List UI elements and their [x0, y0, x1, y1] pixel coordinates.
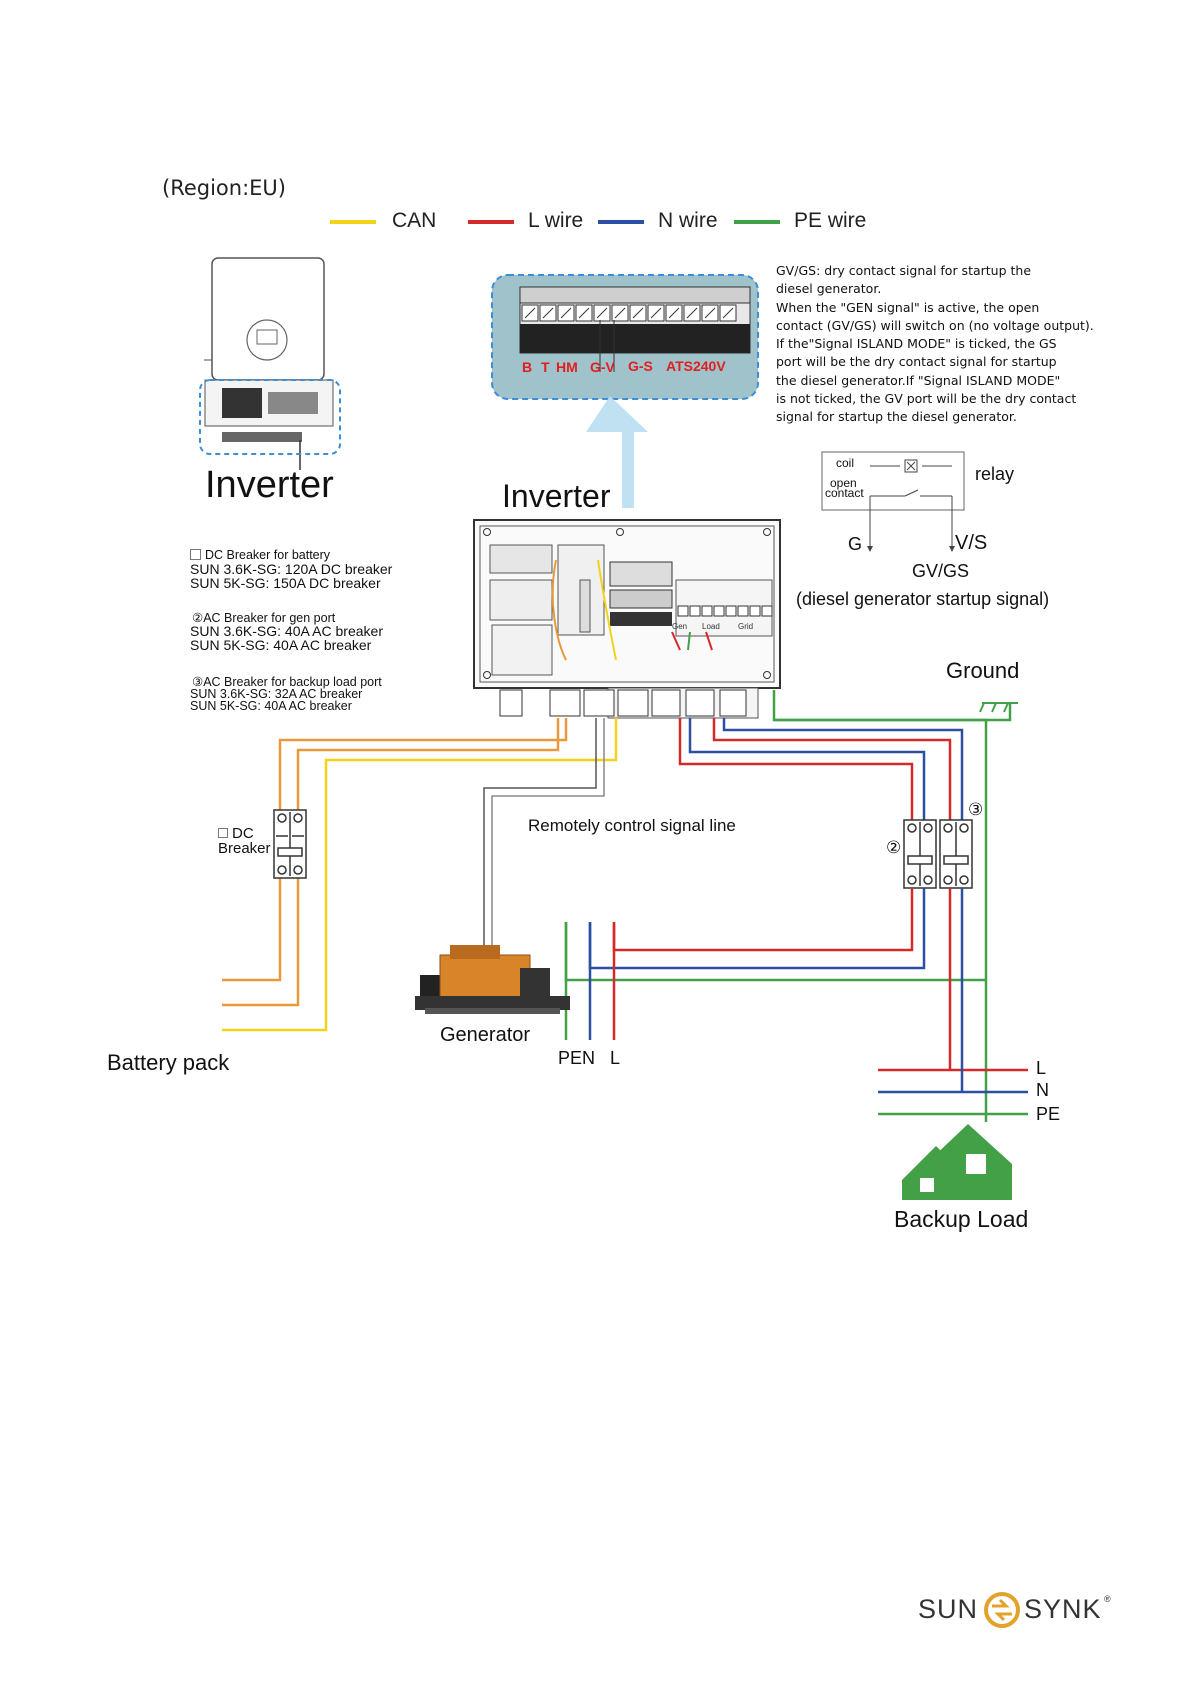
load-breaker-spec-2: SUN 5K-SG: 40A AC breaker: [190, 699, 352, 713]
terminal-label-gv: G-V: [590, 359, 615, 375]
relay-open-label: open: [830, 476, 857, 490]
remote-signal-label: Remotely control signal line: [528, 816, 736, 835]
gen-breaker-spec-1: SUN 3.6K-SG: 40A AC breaker: [190, 623, 383, 639]
load-line-l-label: L: [1036, 1058, 1047, 1078]
backup-load-house-icon: [902, 1124, 1012, 1200]
gen-note-line: port will be the dry contact signal for …: [776, 354, 1057, 370]
dc-breaker-label-line2: Breaker: [218, 840, 271, 857]
dc-breaker-label: DC Breaker: [218, 826, 271, 856]
legend-label-can: CAN: [392, 209, 437, 232]
dc-breaker-spec-title-text: DC Breaker for battery: [205, 548, 331, 562]
gen-note-line: If the"Signal ISLAND MODE" is ticked, th…: [776, 336, 1057, 352]
gen-note-line: is not ticked, the GV port will be the d…: [776, 391, 1077, 407]
dc-breaker-label-line1: DC: [232, 825, 254, 842]
ground-icon: [979, 702, 1018, 713]
dc-breaker-spec-2: SUN 5K-SG: 150A DC breaker: [190, 575, 381, 591]
relay-coil-label: coil: [836, 456, 855, 470]
dc-breaker-spec-title: DC Breaker for battery: [190, 548, 330, 562]
gen-note-line: contact (GV/GS) will switch on (no volta…: [776, 317, 1094, 333]
terminal-label-hm: HM: [556, 359, 578, 375]
breaker-number-2: ②: [886, 838, 902, 857]
gen-breaker-spec-title: ②AC Breaker for gen port: [192, 611, 336, 625]
load-line-n-label: N: [1036, 1080, 1049, 1100]
legend-label-n: N wire: [658, 209, 718, 232]
relay-icon: [821, 451, 965, 552]
sunsynk-logo-icon: [984, 1592, 1020, 1628]
ac-breaker-gen-icon: [903, 819, 937, 889]
load-breaker-spec-1: SUN 3.6K-SG: 32A AC breaker: [190, 687, 363, 701]
relay-g-label: G: [848, 534, 863, 554]
terminal-strip-icon: [491, 274, 759, 400]
terminal-label-gs: G-S: [628, 358, 653, 374]
terminal-label-b: B: [522, 359, 533, 375]
legend-label-pe: PE wire: [794, 209, 867, 232]
dc-breaker-icon: [273, 809, 307, 879]
gen-signal-note: GV/GS: dry contact signal for startup th…: [776, 262, 1106, 427]
zoom-arrow-icon: [586, 396, 648, 508]
brand-synk: SYNK: [1024, 1594, 1102, 1624]
inverter-main-title: Inverter: [502, 478, 611, 514]
relay-title: relay: [975, 464, 1015, 484]
relay-caption: (diesel generator startup signal): [796, 589, 1050, 609]
terminal-label-ats: ATS240V: [666, 358, 726, 374]
port-label-gen: Gen: [672, 622, 688, 631]
terminal-label-t: T: [541, 359, 550, 375]
inverter-thumbnail-title: Inverter: [205, 464, 334, 506]
generator-pen-label: PEN: [558, 1048, 596, 1068]
relay-contact-label: contact: [825, 486, 864, 500]
cable-glands-icon: [499, 689, 747, 717]
gen-note-line: signal for startup the diesel generator.: [776, 409, 1017, 425]
generator-label: Generator: [440, 1024, 531, 1046]
inverter-main-icon: [473, 519, 781, 719]
brand-registered: ®: [1104, 1594, 1111, 1604]
ac-breaker-load-icon: [939, 819, 973, 889]
gen-note-line: GV/GS: dry contact signal for startup th…: [776, 263, 1032, 278]
dc-breaker-spec-1: SUN 3.6K-SG: 120A DC breaker: [190, 561, 393, 577]
brand-sun: SUN: [918, 1594, 979, 1624]
gen-note-line: diesel generator.: [776, 281, 882, 297]
backup-load-label: Backup Load: [894, 1206, 1029, 1232]
relay-vs-label: V/S: [955, 532, 988, 554]
port-label-load: Load: [702, 622, 720, 631]
gen-breaker-spec-2: SUN 5K-SG: 40A AC breaker: [190, 637, 372, 653]
inverter-thumbnail-icon: [199, 257, 341, 470]
generator-l-label: L: [610, 1048, 621, 1068]
relay-gvgs-label: GV/GS: [912, 561, 970, 581]
port-label-grid: Grid: [738, 622, 754, 631]
region-label: (Region:EU): [162, 176, 286, 200]
battery-pack-label: Battery pack: [107, 1050, 230, 1075]
load-line-pe-label: PE: [1036, 1104, 1061, 1124]
generator-icon: [415, 945, 570, 1014]
ground-label: Ground: [946, 658, 1020, 683]
legend-label-l: L wire: [528, 209, 584, 232]
gen-note-line: the diesel generator.If "Signal ISLAND M…: [776, 372, 1061, 388]
breaker-number-3: ③: [968, 800, 984, 819]
gen-note-line: When the "GEN signal" is active, the ope…: [776, 299, 1040, 315]
load-breaker-spec-title: ③AC Breaker for backup load port: [192, 675, 382, 689]
